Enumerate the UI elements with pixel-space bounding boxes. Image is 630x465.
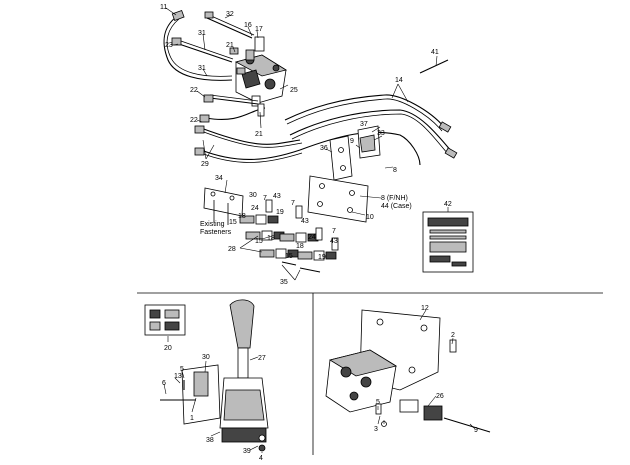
valve-mount-assembly: [325, 309, 491, 433]
callout-17: 17: [255, 26, 263, 33]
callout-30b: 30: [202, 354, 210, 361]
callout-15c: 15: [285, 253, 293, 260]
callout-43a: 43: [273, 193, 281, 200]
callout-16: 16: [244, 22, 252, 29]
callout-34: 34: [215, 175, 223, 182]
callout-5b: 5: [376, 399, 380, 406]
callout-31b: 31: [198, 65, 206, 72]
callout-24a: 24: [251, 205, 259, 212]
callout-14: 14: [395, 77, 403, 84]
callout-26: 26: [436, 393, 444, 400]
existing-fasteners-line1: Existing: [200, 221, 225, 228]
callout-32: 32: [226, 11, 234, 18]
section-dividers: [137, 292, 603, 455]
lower-right-leader-lines: [377, 309, 475, 429]
mounting-brackets: [203, 125, 381, 225]
callout-2: 2: [451, 332, 455, 339]
callout-3: 3: [374, 426, 378, 433]
callout-44-case: 44 (Case): [381, 203, 412, 210]
callout-25: 25: [290, 87, 298, 94]
callout-24b: 24: [308, 234, 316, 241]
callout-42: 42: [444, 201, 452, 208]
middle-leader-lines: [224, 126, 449, 281]
hydraulic-hoses: [163, 14, 458, 166]
decal-panel: [422, 211, 474, 273]
callout-39: 39: [243, 448, 251, 455]
callout-15a: 15: [229, 219, 237, 226]
callout-20: 20: [164, 345, 172, 352]
callout-22b: 22: [190, 117, 198, 124]
callout-labels: 11 32 16 17 23 31 21 31 22 25 21 22 29 4…: [160, 4, 478, 462]
callout-8a: 8: [393, 167, 397, 174]
callout-30a: 30: [249, 192, 257, 199]
callout-7a: 7: [263, 195, 267, 202]
callout-21a: 21: [226, 42, 234, 49]
lower-left-leader-lines: [163, 336, 263, 453]
callout-4: 4: [259, 455, 263, 460]
quick-couplers: [239, 199, 339, 273]
callout-9: 9: [350, 138, 354, 145]
callout-18a: 18: [238, 213, 246, 220]
joystick-assembly: [144, 299, 269, 452]
callout-29: 29: [201, 161, 209, 168]
callout-18b: 18: [267, 235, 275, 242]
callout-12: 12: [421, 305, 429, 312]
callout-6: 6: [162, 380, 166, 387]
callout-5a: 5: [180, 366, 184, 373]
callout-11: 11: [160, 4, 167, 11]
callout-21b: 21: [255, 131, 263, 138]
callout-36: 36: [320, 145, 328, 152]
callout-43b: 43: [301, 218, 309, 225]
callout-13: 13: [174, 373, 182, 380]
upper-fittings: [171, 9, 449, 156]
callout-27: 27: [258, 355, 266, 362]
callout-7b: 7: [291, 200, 295, 207]
callout-19b: 19: [318, 254, 326, 261]
callout-19a: 19: [276, 209, 284, 216]
callout-41: 41: [431, 49, 439, 56]
callout-28: 28: [228, 246, 236, 253]
callout-23: 23: [165, 42, 173, 49]
callout-15b: 15: [255, 238, 263, 245]
callout-33: 33: [377, 130, 385, 137]
callout-18c: 18: [296, 243, 304, 250]
callout-38: 38: [206, 437, 214, 444]
callout-1: 1: [190, 415, 194, 422]
callout-35: 35: [280, 279, 288, 286]
upper-leader-lines: [165, 7, 438, 160]
callout-8-fnh: 8 (F/NH): [381, 195, 408, 202]
callout-31a: 31: [198, 30, 206, 37]
callout-7c: 7: [332, 228, 336, 235]
callout-9b: 9: [474, 427, 478, 434]
callout-10: 10: [366, 214, 374, 221]
callout-37: 37: [360, 121, 368, 128]
existing-fasteners-line2: Fasteners: [200, 229, 232, 236]
callout-22a: 22: [190, 87, 198, 94]
callout-43c: 43: [330, 238, 338, 245]
